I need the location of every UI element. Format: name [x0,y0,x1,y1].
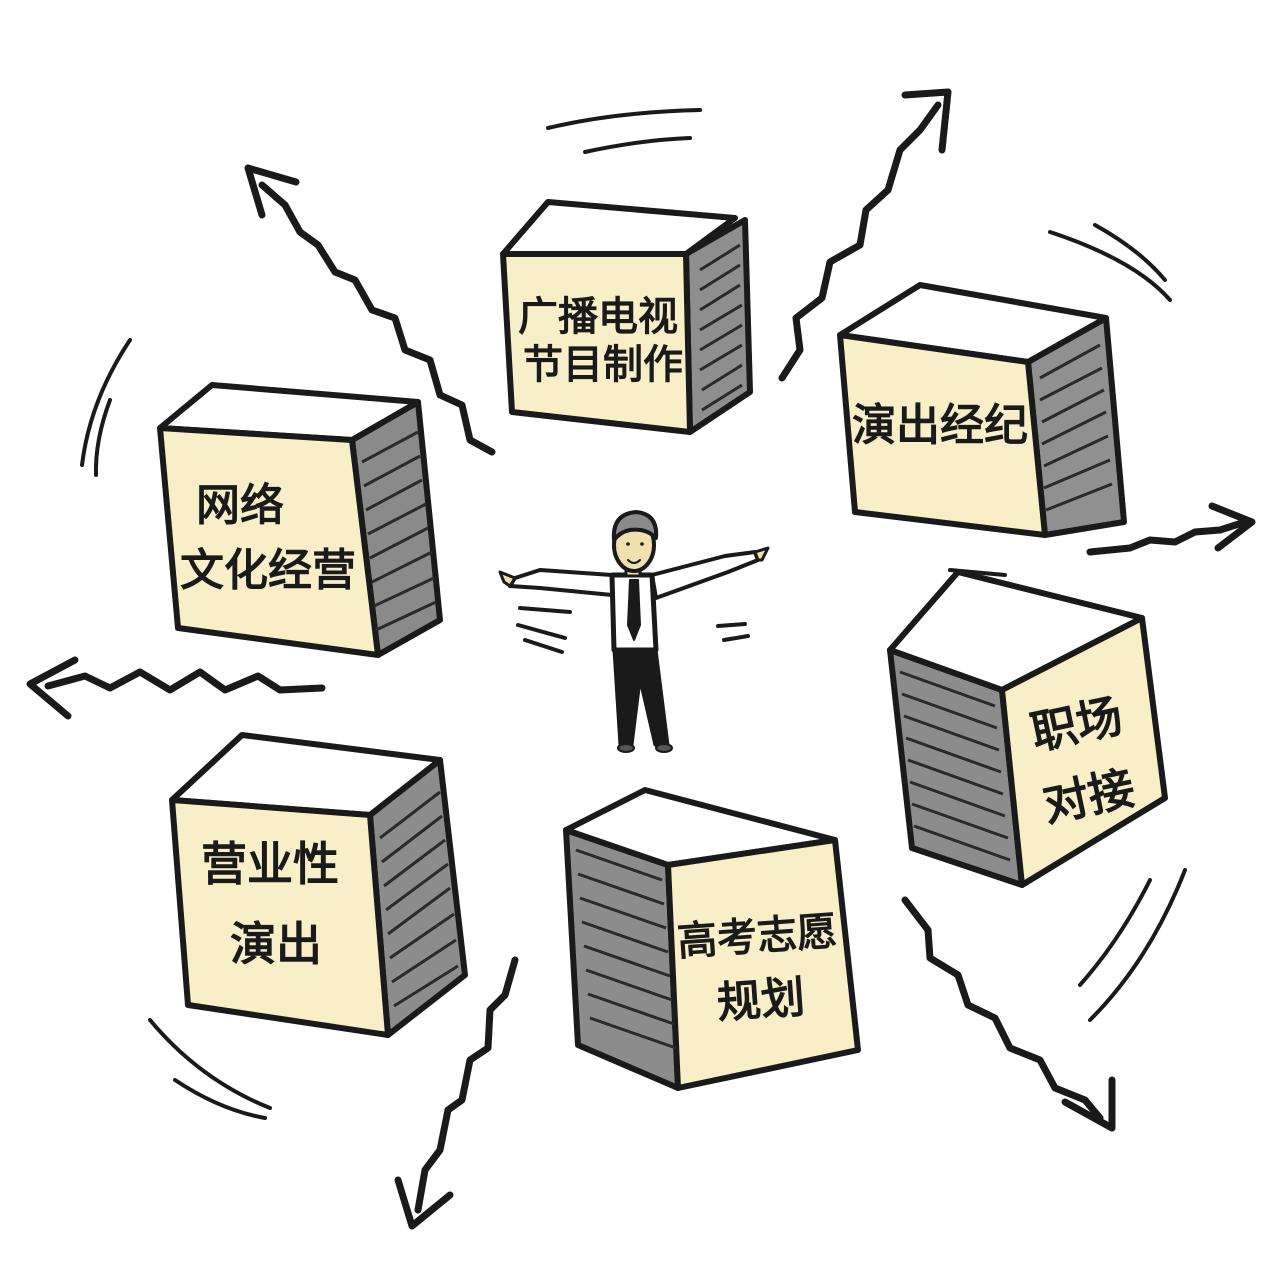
figure-right-hand [753,546,770,562]
motion-line [1088,868,1187,1022]
box-label-line-1: 营业性 [201,837,339,891]
businessman-figure [498,510,770,753]
box-label-line-2: 演出 [230,917,322,971]
cube-front [837,332,1048,538]
cube-front [999,615,1168,888]
cube-side-hatching [379,790,459,1008]
figure-right-shoe [655,743,673,753]
cube-front [500,251,693,435]
box-label-line-1: 网络 [196,480,284,531]
arrow-up-left-icon [244,164,496,456]
figure-left-shoe [617,743,635,753]
motion-line [722,634,750,642]
motion-lines [80,108,1187,1120]
motion-line [716,622,747,628]
figure-tie [627,579,641,641]
arrow-right-icon [1086,502,1256,556]
motion-line [516,623,567,640]
motion-line [173,1078,267,1120]
motion-line [518,606,572,614]
figure-hair [611,510,659,542]
arrow-down-left-icon [394,956,519,1230]
cube-top [500,199,738,257]
motion-line [80,338,132,467]
cubes: 广播电视 节目制作 演出经纪 [157,199,1168,1091]
box-broadcast: 广播电视 节目制作 [500,199,753,435]
box-label-line-1: 广播电视 [518,294,678,340]
motion-line [546,108,702,130]
motion-line [583,136,692,154]
box-label-line-2: 节目制作 [523,342,683,388]
figure-left-hand [498,570,517,588]
figure-eye [626,542,630,546]
box-exam: 高考志愿 规划 [563,787,861,1091]
arrows [26,88,1256,1230]
motion-line [1078,878,1152,987]
box-label-line-1: 演出经纪 [852,400,1028,451]
box-career: 职场 对接 [887,569,1168,888]
figure-left-arm [508,568,614,597]
motion-line [148,1018,272,1110]
cube-front [169,797,391,1038]
cube-side-hatching [699,243,743,412]
box-label-line-2: 文化经营 [180,545,356,596]
figure-trousers [612,648,670,747]
cube-front [157,425,381,658]
arrow-down-right-icon [901,896,1116,1132]
cube-side-hatching [899,670,1011,862]
cube-side-hatching [575,848,677,1050]
motion-line [523,638,564,654]
figure-eye [640,542,644,546]
cube-side-hatching [1039,343,1113,512]
motion-line [93,398,112,477]
arrow-left-icon [26,656,326,720]
box-label-line-1: 高考志愿 [676,909,839,966]
motion-line [1093,223,1167,282]
figure-mouth [627,559,641,564]
figure-right-arm [650,550,760,600]
cube-front [665,837,861,1091]
arrow-up-right-icon [778,88,952,382]
motion-line [1048,230,1172,302]
box-commercial: 营业性 演出 [169,732,468,1038]
box-label-line-2: 规划 [715,972,806,1029]
box-agency: 演出经纪 [837,282,1127,538]
box-internet: 网络 文化经营 [157,382,443,658]
cube-side-hatching [361,430,437,632]
